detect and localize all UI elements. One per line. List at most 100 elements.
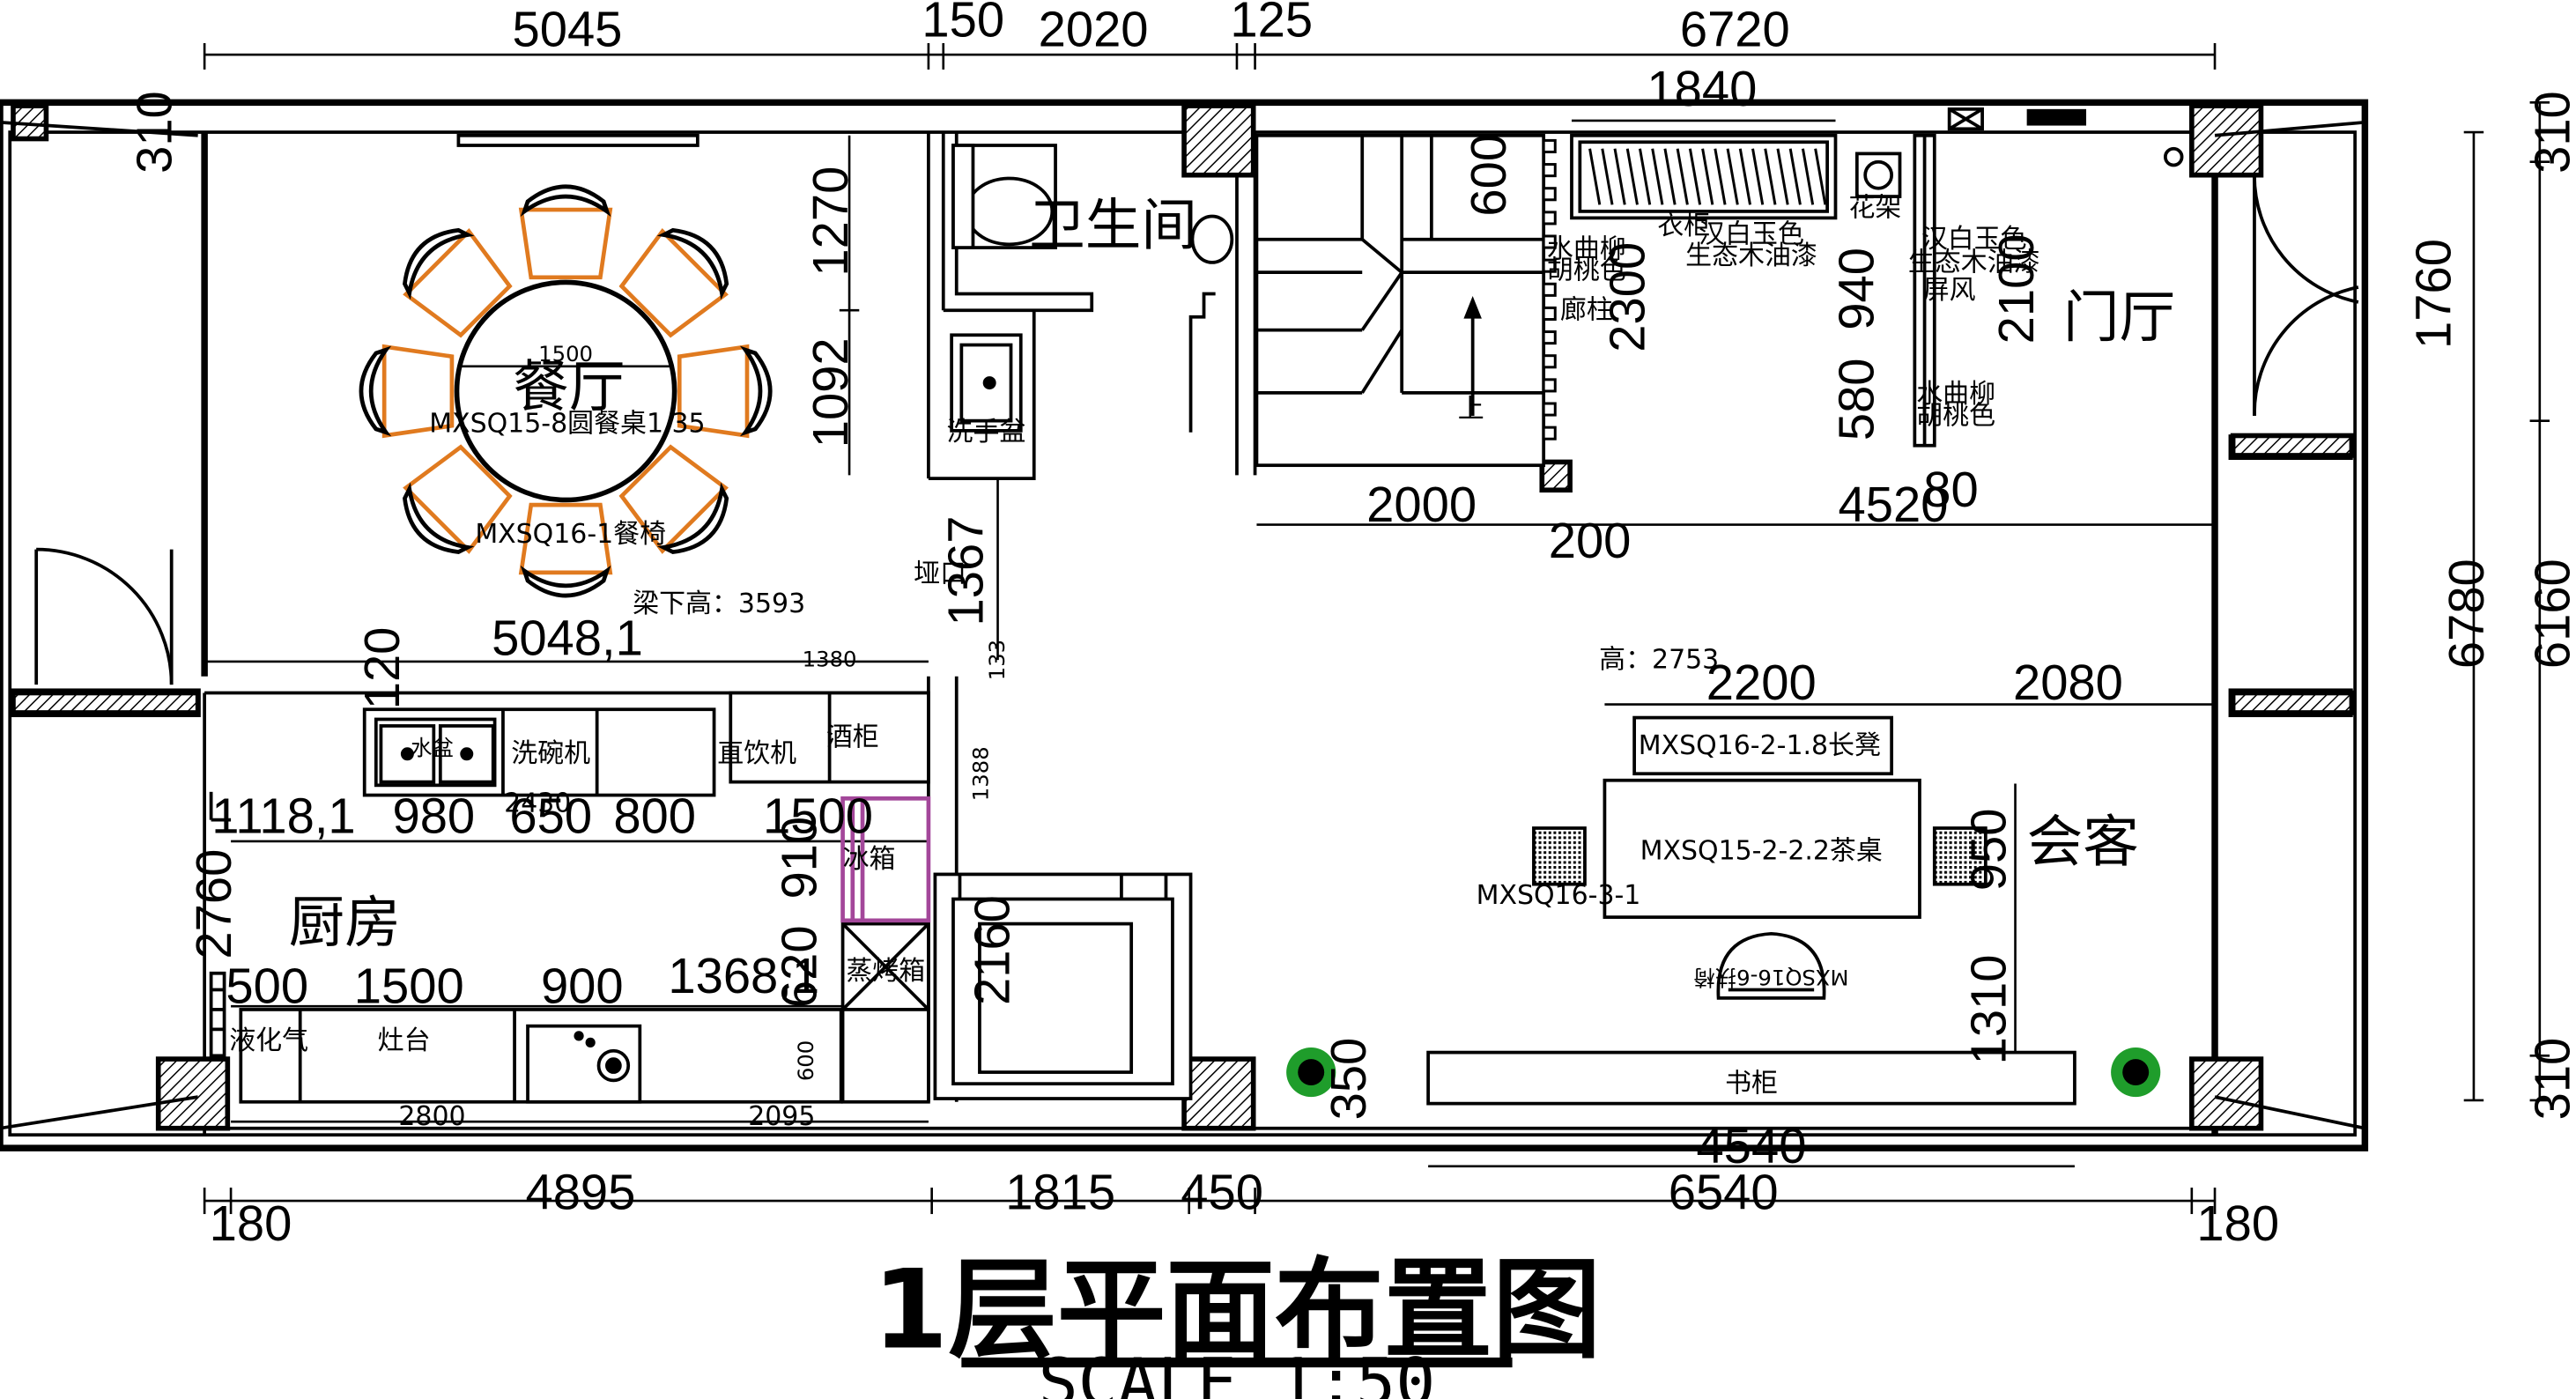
label-fridge: 冰箱 <box>843 844 896 875</box>
dim-stair-2: 200 <box>1549 513 1632 568</box>
label-bookcase: 书柜 <box>1725 1069 1778 1099</box>
label-walnut: 水曲柳 <box>1547 233 1626 264</box>
dim-kitchen-4: 800 <box>613 788 696 844</box>
reception-furniture <box>1426 715 2076 1106</box>
dim-right-2: 1760 <box>2406 239 2461 349</box>
dim-hall-3: 940 <box>1829 248 1884 330</box>
hanger <box>1701 148 1714 205</box>
dim-stair-4: 80 <box>1923 462 1978 517</box>
dim-counter-5: 2800 <box>398 1101 465 1132</box>
dim-counter-6: 2095 <box>748 1101 815 1132</box>
dim-bottom-1: 4895 <box>525 1164 635 1219</box>
hanger <box>1688 148 1702 205</box>
label-hanbai: 汉白玉色 <box>1699 218 1804 249</box>
dim-bottom-right: 180 <box>2196 1195 2279 1251</box>
room-dining: 餐厅 <box>513 355 625 420</box>
hanger <box>1776 148 1789 205</box>
dim-hall-2: 2300 <box>1599 242 1654 352</box>
plants <box>1286 1047 2161 1098</box>
hanger <box>1726 148 1739 205</box>
dim-kitchen-1: 1118,1 <box>211 788 355 844</box>
label-wardrobe: 衣柜 <box>1657 211 1710 241</box>
dim-living-2: 2080 <box>2013 655 2123 710</box>
room-foyer: 门厅 <box>2063 285 2175 351</box>
dim-living-3: 950 <box>1960 809 2016 892</box>
label-steam-box: 蒸烤箱 <box>846 956 925 987</box>
fridge <box>840 796 931 923</box>
dim-living-6: 4540 <box>1697 1118 1807 1173</box>
hanger <box>1676 148 1689 205</box>
dim-dining-120: 120 <box>354 627 410 710</box>
baluster-post <box>1542 187 1557 202</box>
label-wine-cabinet: 酒柜 <box>826 722 879 752</box>
dim-kitchen-side-2: 910 <box>772 817 827 899</box>
dim-bath-1: 1270 <box>803 167 858 277</box>
label-stove: 灶台 <box>378 1025 431 1056</box>
label-basin: 洗手盆 <box>947 417 1026 448</box>
dining-chair <box>618 444 729 555</box>
dim-kitchen-side-3: 620 <box>772 925 827 1008</box>
hanger <box>1663 148 1677 205</box>
dim-corridor: 1367 <box>938 516 994 626</box>
baluster-post <box>1542 234 1557 249</box>
hanger <box>1639 148 1652 205</box>
dining-chair <box>403 227 513 338</box>
label-walnut-b2: 胡桃色 <box>1916 400 1995 431</box>
dim-bottom-2: 1815 <box>1005 1164 1115 1219</box>
label-eco-paint: 生态木油漆 <box>1685 241 1817 271</box>
label-flower-stand: 花架 <box>1848 193 1901 224</box>
dining-chair <box>618 227 729 338</box>
label-dishwasher: 洗碗机 <box>511 738 590 769</box>
hanger <box>1651 148 1664 205</box>
columns <box>11 103 2355 1131</box>
hanger <box>1738 148 1751 205</box>
dining-chair <box>403 444 513 555</box>
ceiling-height: 高：2753 <box>1599 644 1719 675</box>
bathroom-fixtures <box>950 144 1234 433</box>
baluster-post <box>1542 282 1557 297</box>
label-armchair: MXSQ16-6扶椅 <box>1693 965 1848 990</box>
dim-hall-1: 600 <box>1461 134 1516 217</box>
dining-chairs <box>359 184 773 598</box>
label-screen-color: 汉白玉色 <box>1921 224 2027 255</box>
hanger <box>1764 148 1777 205</box>
label-tea-table: MXSQ15-2-2.2茶桌 <box>1640 836 1883 867</box>
hanger-lines <box>1588 148 1827 205</box>
dim-kitchen-side-1: 2760 <box>186 849 241 959</box>
scale: SCALE 1:50 <box>1039 1344 1436 1399</box>
dim-bottom-3: 450 <box>1181 1164 1263 1219</box>
doors <box>0 120 2365 1130</box>
hanger <box>1814 148 1827 205</box>
dim-counter-4: 1368,1 <box>668 948 819 1003</box>
dim-small-1: 1380 <box>803 647 857 672</box>
baluster-post <box>1542 426 1557 440</box>
label-screen: 屏风 <box>1923 275 1976 306</box>
room-kitchen: 厨房 <box>289 891 401 956</box>
dim-counter-2: 1500 <box>354 958 464 1013</box>
label-bench: MXSQ16-2-1.8长凳 <box>1639 730 1881 761</box>
dim-dining-width: 5048,1 <box>492 610 643 665</box>
baluster-post <box>1542 378 1557 393</box>
kitchen-fixtures <box>209 691 930 1104</box>
label-water-dispenser: 直饮机 <box>717 738 796 769</box>
baluster-post <box>1542 354 1557 369</box>
dim-kitchen-2: 980 <box>392 788 475 844</box>
room-bath: 卫生间 <box>1029 193 1197 258</box>
dimension-lines <box>203 42 2550 1215</box>
hanger <box>1801 148 1815 205</box>
dim-top-5: 6720 <box>1680 2 1790 57</box>
hanger <box>1788 148 1802 205</box>
dim-bath-2: 1092 <box>803 337 858 448</box>
dim-right-5: 310 <box>2525 1038 2576 1121</box>
room-living: 会客 <box>2027 810 2139 875</box>
dim-living-1: 2200 <box>1706 655 1817 710</box>
baluster-post <box>1542 402 1557 417</box>
room-names: 餐厅 卫生间 门厅 厨房 会客 <box>289 193 2175 956</box>
dim-top-2: 150 <box>922 0 1004 47</box>
label-walnut-2: 胡桃色 <box>1547 255 1626 286</box>
baluster-post <box>1542 138 1557 154</box>
dim-stair-1: 2000 <box>1366 477 1477 532</box>
dim-lift: 2160 <box>965 895 1020 1005</box>
dining-chair <box>677 344 773 439</box>
dim-top-1: 5045 <box>513 2 623 57</box>
